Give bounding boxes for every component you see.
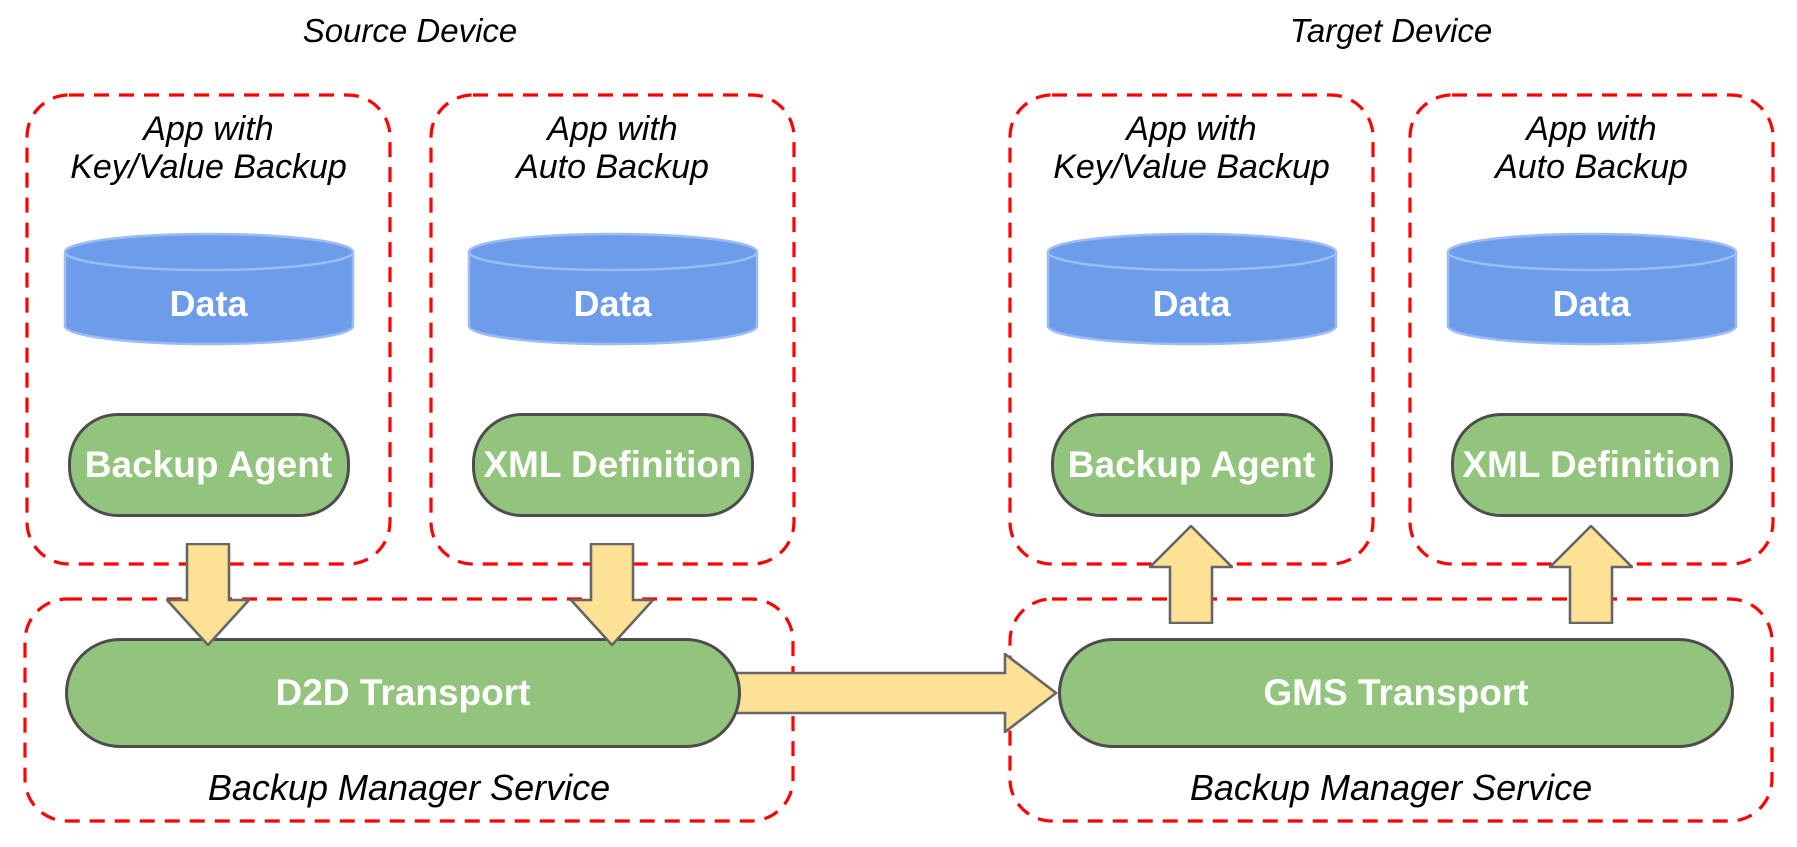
xml-definition-pill: XML Definition [1450,413,1733,517]
target-device-title: Target Device [1289,12,1493,49]
flow-arrow-down-icon [570,543,654,646]
cylinder-shape-icon [63,232,354,346]
backup-agent-pill: Backup Agent [67,413,350,517]
flow-arrow-up-icon [1549,525,1633,624]
d2d-transport-pill: D2D Transport [65,638,741,748]
app-title: App with Auto Backup [429,110,796,186]
source-backup-manager-service-box: Backup Manager Service [23,597,795,823]
cylinder-shape-icon [467,232,758,346]
target-keyvalue-app-box: App with Key/Value Backup Data Backup Ag… [1008,93,1375,566]
app-title: App with Key/Value Backup [25,110,392,186]
app-title-line1: App with [547,110,678,148]
source-device-title: Source Device [302,12,518,49]
flow-arrow-up-icon [1149,525,1233,624]
backup-manager-service-label: Backup Manager Service [207,767,611,808]
data-label: Data [573,283,652,324]
app-title-line2: Key/Value Backup [70,148,347,186]
app-title-line2: Key/Value Backup [1053,148,1330,186]
flow-arrow-right-icon [735,653,1058,733]
data-cylinder: Data [1046,232,1338,346]
backup-manager-service-label: Backup Manager Service [1189,767,1593,808]
xml-definition-pill: XML Definition [471,413,754,517]
cylinder-shape-icon [1046,232,1337,346]
flow-arrow-down-icon [166,543,250,646]
app-title-line1: App with [1526,110,1657,148]
data-cylinder: Data [467,232,759,346]
app-title-line1: App with [1126,110,1257,148]
data-label: Data [1152,283,1231,324]
source-auto-app-box: App with Auto Backup Data XML Definition [429,93,796,566]
gms-transport-pill: GMS Transport [1058,638,1734,748]
cylinder-shape-icon [1446,232,1737,346]
data-label: Data [1552,283,1631,324]
app-title-line2: Auto Backup [1495,148,1688,186]
app-title-line1: App with [143,110,274,148]
data-cylinder: Data [1446,232,1738,346]
source-keyvalue-app-box: App with Key/Value Backup Data Backup Ag… [25,93,392,566]
data-label: Data [169,283,248,324]
app-title: App with Key/Value Backup [1008,110,1375,186]
backup-agent-pill: Backup Agent [1050,413,1333,517]
data-cylinder: Data [63,232,355,346]
app-title-line2: Auto Backup [516,148,709,186]
target-auto-app-box: App with Auto Backup Data XML Definition [1408,93,1775,566]
app-title: App with Auto Backup [1408,110,1775,186]
